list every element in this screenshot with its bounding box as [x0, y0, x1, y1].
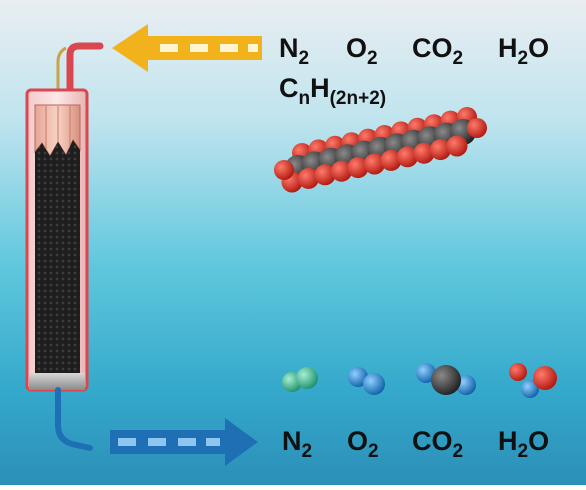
- o2-molecule: [348, 367, 385, 395]
- inlet-gas-h2o: H2O: [498, 33, 550, 69]
- inlet-arrow-dashes: [160, 44, 258, 52]
- alkane-molecule: [274, 107, 487, 193]
- inlet-gas-co2: CO2: [412, 33, 464, 69]
- thermocouple-wire: [56, 46, 67, 100]
- outlet-gas-n2: N2: [282, 426, 313, 462]
- n2-molecule: [282, 367, 318, 392]
- outlet-gas-co2: CO2: [412, 426, 464, 462]
- adsorption-tube: [25, 88, 89, 392]
- inlet-gas-o2: O2: [346, 33, 378, 69]
- alkane-formula: CnH(2n+2): [279, 73, 387, 109]
- inlet-arrow: [112, 24, 262, 72]
- outlet-pipe: [55, 387, 93, 451]
- outlet-gas-h2o: H2O: [498, 426, 550, 462]
- tube-end-cap: [29, 373, 85, 390]
- h2o-molecule: [509, 363, 557, 398]
- inlet-pipe: [66, 42, 104, 102]
- outlet-gas-o2: O2: [347, 426, 379, 462]
- sorbent-bed: [35, 140, 80, 373]
- outlet-arrow-dashes: [118, 438, 220, 446]
- co2-molecule: [416, 363, 476, 395]
- inlet-gas-n2: N2: [279, 33, 310, 69]
